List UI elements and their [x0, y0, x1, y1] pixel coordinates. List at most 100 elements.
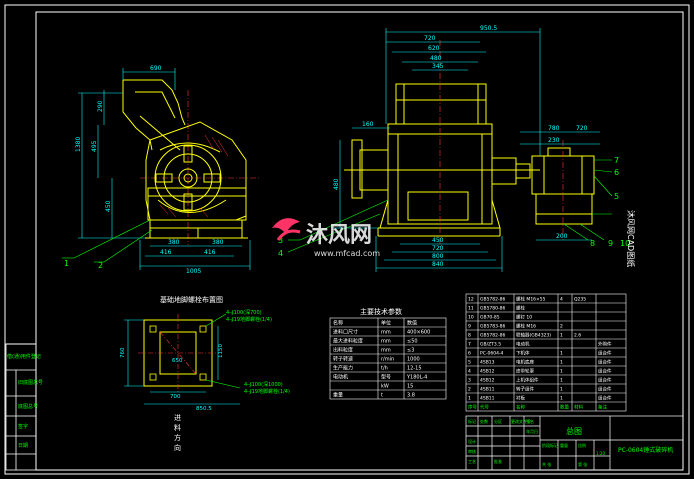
tech-table-cell: 进料口尺寸: [333, 329, 358, 336]
foundation-plan: 基础地脚螺栓布置图 700 760 1150 650: [120, 295, 290, 452]
tb-cell-4: 更改文件号: [511, 418, 531, 424]
parts-list-cell: 组合件: [598, 368, 612, 375]
parts-list-cell: 1: [560, 333, 563, 339]
tech-table-cell: 15: [407, 384, 413, 390]
dim-left-feed: 290: [97, 100, 104, 112]
parts-list-cell: 组合件: [598, 359, 612, 366]
feed-direction-2: 料: [174, 423, 181, 432]
dim-right-left-1: 160: [362, 121, 374, 128]
parts-list-cell: 6: [468, 351, 471, 357]
foundation-note-3: 4-∮100(深1000): [244, 381, 283, 388]
right-view-leaders: [287, 159, 613, 253]
dim-right-top-4: 480: [430, 55, 442, 62]
tech-table-cell: r/min: [381, 357, 394, 363]
leader-label-4: 4: [278, 249, 283, 258]
parts-list-cell: PC-0604-4: [480, 351, 504, 357]
dim-right-top-2: 720: [424, 35, 436, 42]
watermark-brand: 沐风网: [306, 223, 372, 248]
tech-table-cell: mm: [381, 330, 391, 336]
dim-right-top-3: 620: [428, 45, 440, 52]
title-block-name: PC-0604锤式破碎机: [618, 446, 673, 454]
foundation-dim-4: 650: [172, 358, 183, 364]
tb-cell-5: 签名: [526, 418, 534, 424]
parts-list-cell: 4SB13: [480, 360, 495, 366]
parts-list-cell: 螺栓 M16×55: [516, 296, 546, 303]
tech-table-cell: 生产能力: [333, 365, 353, 372]
foundation-title: 基础地脚螺栓布置图: [160, 295, 223, 304]
parts-list-cell: 2: [468, 387, 471, 393]
leader-label-6: 6: [614, 168, 619, 177]
parts-list-cell: 1: [560, 360, 563, 366]
parts-list-cell: 组合件: [598, 386, 612, 393]
dim-right-side-1: 780: [548, 125, 560, 132]
parts-list-cell: 组合件: [598, 377, 612, 384]
watermark: 沐风网 www.mfcad.com: [272, 218, 380, 258]
tech-table-cell: 重量: [333, 392, 343, 399]
left-view-dim-text: 690 1380 495 450 290 380 380 416 416 100…: [75, 65, 224, 275]
parts-list-cell: GB70-85: [480, 315, 500, 321]
left-view-centerlines: [140, 90, 260, 245]
tech-table-cell: 12-15: [407, 366, 422, 372]
parts-list-cell: 1: [560, 369, 563, 375]
dim-bottom-total: 1005: [186, 268, 201, 275]
parts-list-cell: 2: [560, 324, 563, 330]
parts-list-cell: 数量: [560, 404, 569, 411]
left-sidebar: [5, 343, 37, 471]
parts-list-cell: 外购件: [598, 341, 612, 348]
dim-bottom-1: 380: [168, 239, 180, 246]
parts-list-cell: 4SB11: [480, 387, 495, 393]
tech-table-cell: 出料粒度: [333, 347, 353, 354]
parts-list-cell: 备注: [598, 404, 607, 411]
tb-cell-16: 1:20: [596, 451, 605, 456]
tb-cell-3: 分区: [494, 418, 502, 424]
tech-table-cell: mm: [381, 348, 391, 354]
tb-cell-8: 审核: [468, 448, 476, 454]
leader-label-7: 7: [614, 156, 619, 165]
parts-list-cell: 电机底座: [516, 359, 534, 366]
sidebar-label-1: 借(通)用件登记: [7, 353, 41, 360]
leader-label-8: 8: [590, 239, 595, 248]
tb-cell-1: 标记: [468, 418, 476, 424]
watermark-logo-icon: [272, 218, 301, 241]
parts-list-cell: 螺栓: [516, 305, 525, 312]
tech-table-cell: 单位: [381, 320, 391, 327]
tech-table-cell: t/h: [381, 366, 388, 372]
tech-table-cell: 电动机: [333, 374, 348, 381]
side-watermark: 沐风网CAD图纸: [626, 210, 636, 267]
parts-list-cell: 8: [468, 333, 471, 339]
parts-list-cell: 9: [468, 324, 471, 330]
leader-label-5: 5: [614, 192, 619, 201]
left-view-dimensions: [78, 68, 251, 270]
parts-list-cell: 名称: [516, 404, 525, 411]
tech-table-cell: ≤50: [407, 339, 418, 345]
parts-list-cell: Q235: [574, 297, 586, 303]
left-view-outline: [122, 79, 248, 239]
parts-list-cell: 2.6: [574, 333, 581, 339]
dim-right-bottom-4: 840: [432, 261, 444, 268]
parts-list-cell: 4: [468, 369, 471, 375]
dim-left-mid: 495: [91, 140, 98, 152]
parts-list-cell: 7: [468, 342, 471, 348]
parts-list-cell: 1: [560, 396, 563, 402]
tech-table-cell: Y180L-4: [406, 375, 427, 381]
dim-right-side-2: 230: [548, 137, 560, 144]
feed-direction-4: 向: [174, 443, 181, 452]
tech-table-cell: 数值: [407, 320, 417, 327]
parts-list-cell: GB5780-86: [480, 306, 506, 312]
parts-list-cell: GB5783-86: [480, 324, 506, 330]
tech-table-cell: 3.8: [407, 393, 415, 399]
tech-table-cell: 最大进料粒度: [333, 338, 363, 345]
parts-list-cell: 螺栓 M16: [516, 323, 536, 330]
parts-list-cell: 皮带轮罩: [516, 368, 534, 375]
parts-list-cell: 下机体: [516, 350, 530, 357]
parts-list-cell: GB/ZT3.5: [480, 342, 501, 348]
tech-table-cell: 400×600: [407, 330, 430, 336]
parts-list-cell: 11: [468, 306, 474, 312]
leader-label-3: 3: [278, 236, 283, 245]
parts-list-cell: 4: [560, 297, 563, 303]
leader-label-10: 10: [620, 239, 630, 248]
tb-cell-15: 第 张: [578, 461, 587, 467]
tb-cell-2: 处数: [480, 418, 488, 424]
